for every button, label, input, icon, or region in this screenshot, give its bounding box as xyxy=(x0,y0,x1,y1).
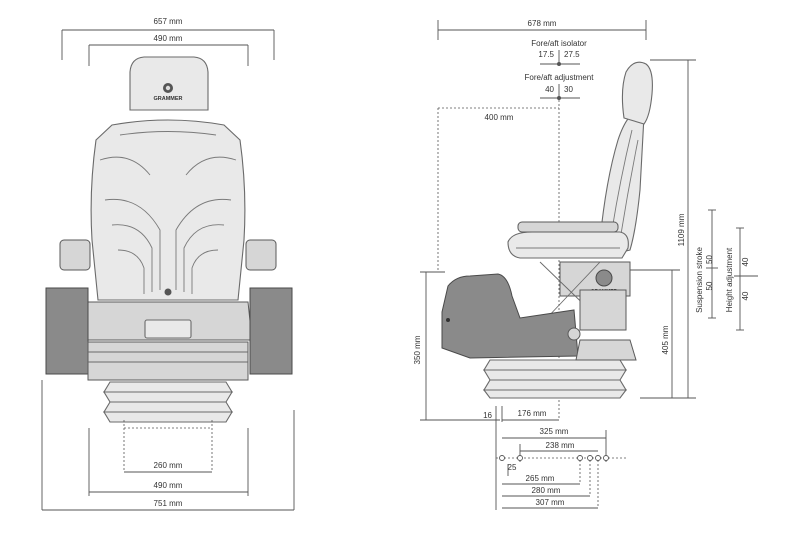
side-dim-400-label: 400 mm xyxy=(485,113,514,122)
front-armrest-left xyxy=(59,239,91,271)
fore-aft-adjustment-left: 40 xyxy=(545,85,554,94)
fore-aft-isolator: Fore/aft isolator 17.5 27.5 xyxy=(531,39,587,66)
fore-aft-isolator-left: 17.5 xyxy=(538,50,554,59)
side-dim-265: 265 mm xyxy=(502,460,581,485)
fore-aft-adjustment: Fore/aft adjustment 40 30 xyxy=(525,73,595,100)
front-armrest-right xyxy=(245,239,277,271)
side-dim-350: 350 mm xyxy=(413,271,500,421)
fore-aft-adjustment-right: 30 xyxy=(564,85,573,94)
side-dim-678: 678 mm xyxy=(437,19,647,40)
side-dim-280-label: 280 mm xyxy=(532,486,561,495)
front-base-frame xyxy=(87,341,249,381)
side-dim-405: 405 mm xyxy=(630,269,680,398)
front-side-panel-left xyxy=(45,287,89,375)
side-dim-238: 238 mm xyxy=(519,441,598,462)
side-dim-25-label: 25 xyxy=(508,463,517,472)
front-logo-icon xyxy=(163,83,173,93)
side-dim-265-label: 265 mm xyxy=(526,474,555,483)
front-dim-260: 260 mm xyxy=(124,461,212,473)
fore-aft-adjustment-label: Fore/aft adjustment xyxy=(525,73,595,82)
front-view: 657 mm 490 mm GRAMMER xyxy=(41,17,295,511)
side-dim-350-label: 350 mm xyxy=(413,335,422,364)
side-dim-16-label: 16 xyxy=(483,411,492,420)
side-dim-280: 280 mm xyxy=(502,460,591,497)
side-dim-400: 400 mm xyxy=(437,107,559,272)
suspension-stroke: Suspension stroke 50 50 xyxy=(695,209,718,319)
side-dim-405-label: 405 mm xyxy=(661,325,670,354)
side-logo-icon xyxy=(595,269,613,287)
side-seat-cushion xyxy=(507,231,629,259)
side-dim-1109-label: 1109 mm xyxy=(677,213,686,246)
front-suspension-bellows xyxy=(103,381,233,423)
height-adjustment-top: 40 xyxy=(741,257,750,266)
suspension-stroke-top: 50 xyxy=(705,255,714,264)
front-logo-text: GRAMMER xyxy=(153,96,182,102)
side-dim-307: 307 mm xyxy=(502,460,599,509)
side-armrest xyxy=(517,221,619,233)
side-dim-238-label: 238 mm xyxy=(546,441,575,450)
front-side-panel-right xyxy=(249,287,293,375)
side-suspension-bellows xyxy=(482,339,637,399)
front-backrest-logo-icon xyxy=(164,288,172,296)
side-dim-1109: 1109 mm xyxy=(640,59,696,399)
front-dim-657: 657 mm xyxy=(61,17,275,60)
fore-aft-isolator-right: 27.5 xyxy=(564,50,580,59)
side-view: 678 mm Fore/aft isolator 17.5 27.5 Fore/… xyxy=(413,19,758,510)
front-dim-490-bottom-label: 490 mm xyxy=(154,481,183,490)
fore-aft-isolator-label: Fore/aft isolator xyxy=(531,39,587,48)
side-dim-176-label: 176 mm xyxy=(518,409,547,418)
front-backrest xyxy=(90,119,246,301)
front-dim-751: 751 mm xyxy=(42,499,294,511)
side-control-console xyxy=(441,273,579,359)
height-adjustment-label: Height adjustment xyxy=(725,247,734,312)
side-mounting-holes xyxy=(496,455,626,461)
front-dim-751-label: 751 mm xyxy=(154,499,183,508)
suspension-stroke-bottom: 50 xyxy=(705,281,714,290)
front-dim-657-label: 657 mm xyxy=(154,17,183,26)
front-dim-260-label: 260 mm xyxy=(154,461,183,470)
side-dim-307-label: 307 mm xyxy=(536,498,565,507)
front-dim-490-top-label: 490 mm xyxy=(154,34,183,43)
front-dim-490-bottom: 490 mm xyxy=(89,481,248,493)
side-dim-325-label: 325 mm xyxy=(540,427,569,436)
suspension-stroke-label: Suspension stroke xyxy=(695,247,704,313)
height-adjustment-bottom: 40 xyxy=(741,291,750,300)
side-headrest xyxy=(621,61,653,125)
side-dim-678-label: 678 mm xyxy=(528,19,557,28)
front-dim-490-top: 490 mm xyxy=(88,34,249,66)
height-adjustment: Height adjustment 40 40 xyxy=(725,227,758,331)
side-dim-176: 176 mm xyxy=(502,409,559,421)
